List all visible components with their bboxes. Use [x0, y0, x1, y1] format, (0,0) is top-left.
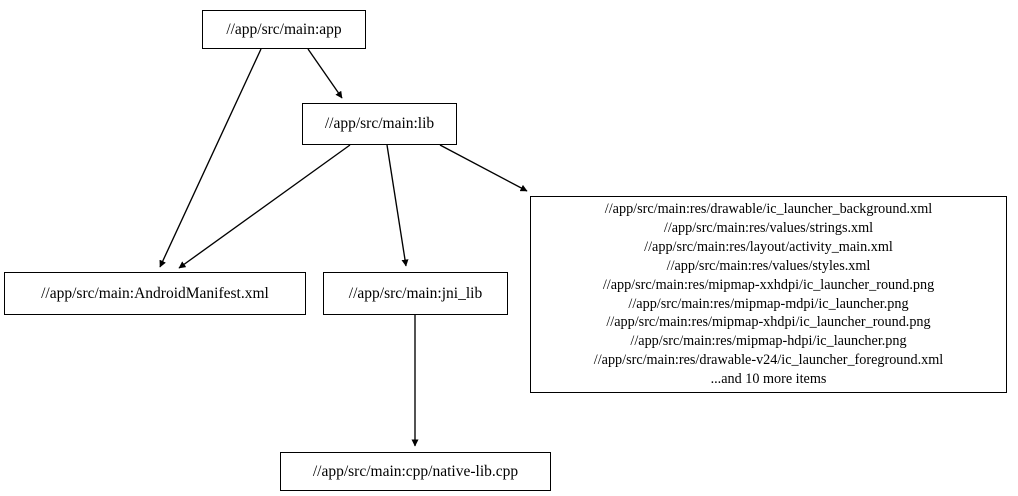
- edge-lib-to-jni-lib: [386, 144, 409, 267]
- graph-node-lib-label: //app/src/main:lib: [324, 115, 435, 133]
- graph-node-native-lib-cpp-label: //app/src/main:cpp/native-lib.cpp: [312, 462, 519, 480]
- graph-node-lib[interactable]: //app/src/main:lib: [302, 103, 457, 145]
- graph-node-android-manifest-label: //app/src/main:AndroidManifest.xml: [41, 284, 269, 302]
- edge-app-to-manifest: [159, 48, 262, 268]
- graph-node-native-lib-cpp[interactable]: //app/src/main:cpp/native-lib.cpp: [280, 452, 551, 491]
- graph-node-jni-lib-label: //app/src/main:jni_lib: [348, 284, 483, 302]
- edge-lib-to-res: [439, 144, 528, 192]
- edge-app-to-lib: [307, 48, 343, 99]
- graph-node-app-label: //app/src/main:app: [226, 20, 342, 38]
- graph-node-res-collection-label: //app/src/main:res/drawable/ic_launcher_…: [593, 200, 944, 388]
- graph-node-app[interactable]: //app/src/main:app: [202, 10, 366, 49]
- graph-node-jni-lib[interactable]: //app/src/main:jni_lib: [323, 272, 508, 315]
- graph-node-android-manifest[interactable]: //app/src/main:AndroidManifest.xml: [4, 272, 306, 315]
- edge-lib-to-manifest: [178, 144, 351, 269]
- graph-node-res-collection[interactable]: //app/src/main:res/drawable/ic_launcher_…: [530, 196, 1007, 393]
